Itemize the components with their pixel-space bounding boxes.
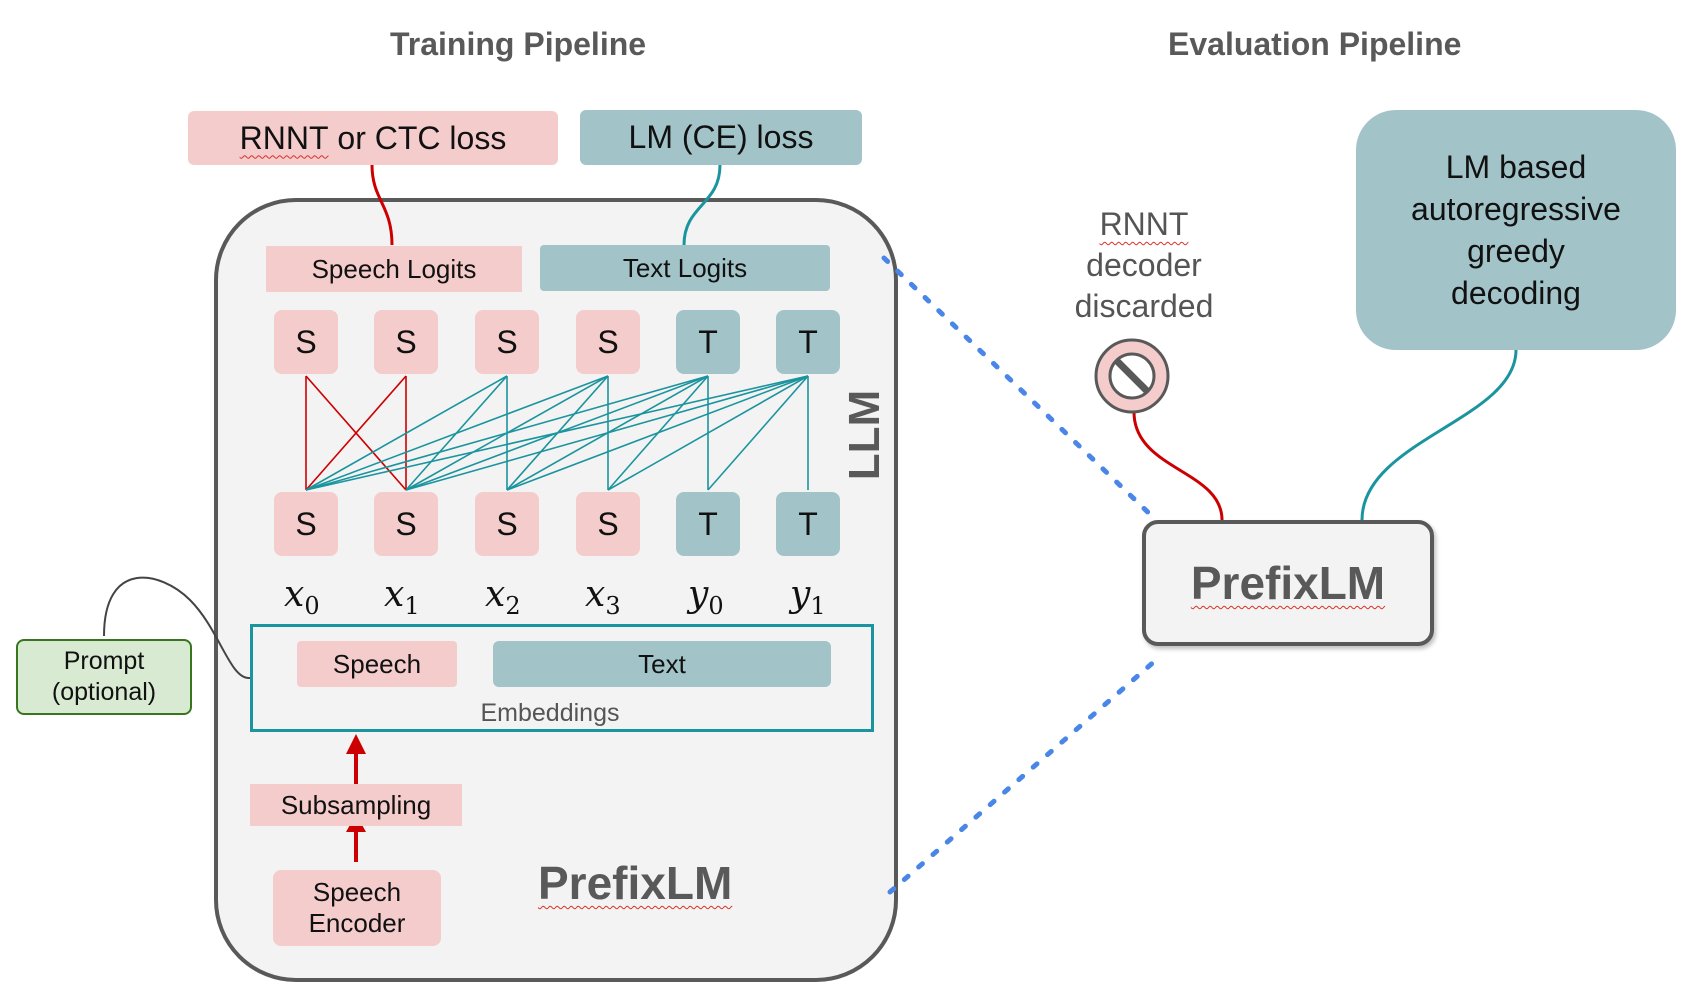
rnnt-discarded-line2: decoder <box>1086 247 1202 283</box>
evaluation-prefixlm-label: PrefixLM <box>1190 557 1386 609</box>
evaluation-title: Evaluation Pipeline <box>1168 26 1462 62</box>
embeddings-box: Speech Text Embeddings <box>250 624 874 732</box>
lm-decoding-box: LM based autoregressive greedy decoding <box>1356 110 1676 350</box>
speech-encoder-line1: Speech <box>312 877 402 907</box>
lm-decoding-line2: autoregressive <box>1411 191 1621 227</box>
prompt-line2: (optional) <box>51 678 157 706</box>
prompt-line1: Prompt <box>63 647 145 675</box>
lm-decoding-line1: LM based <box>1445 149 1587 185</box>
bottom-token-t1: T <box>776 492 840 556</box>
lm-decoding-connector <box>1360 349 1518 521</box>
prompt-connector <box>103 576 251 680</box>
top-token-t0: T <box>676 310 740 374</box>
rnnt-connector <box>1132 411 1224 521</box>
rnnt-word: RNNT <box>239 119 329 156</box>
zoom-line-bottom <box>887 657 1159 895</box>
bottom-token-s2: S <box>475 492 539 556</box>
bottom-token-s1: S <box>374 492 438 556</box>
bottom-token-s0: S <box>274 492 338 556</box>
lm-decoding-line3: greedy <box>1467 233 1565 269</box>
rnnt-discarded-label: RNNT decoder discarded <box>1050 204 1238 327</box>
prompt-box: Prompt (optional) <box>16 639 192 715</box>
attention-lines <box>305 375 809 491</box>
var-y1: y1 <box>790 574 826 621</box>
var-x2: x2 <box>485 574 521 621</box>
top-token-s2: S <box>475 310 539 374</box>
speech-embedding: Speech <box>297 641 457 687</box>
var-x1: x1 <box>384 574 420 621</box>
bottom-token-s3: S <box>576 492 640 556</box>
speech-encoder-box: Speech Encoder <box>273 870 441 946</box>
rnnt-ctc-loss-box: RNNT or CTC loss <box>188 111 558 165</box>
llm-label: LLM <box>840 389 889 481</box>
rnnt-discarded-line3: discarded <box>1074 288 1214 324</box>
training-prefixlm-label: PrefixLM <box>538 857 733 909</box>
embeddings-label: Embeddings <box>480 699 620 727</box>
text-logits-box: Text Logits <box>540 245 830 291</box>
var-y0: y0 <box>688 574 724 621</box>
var-x3: x3 <box>585 574 621 621</box>
rnnt-discarded-line1: RNNT <box>1099 206 1189 242</box>
no-entry-icon <box>1092 336 1172 416</box>
lm-loss-box: LM (CE) loss <box>580 110 862 165</box>
text-loss-connector <box>682 164 722 246</box>
top-token-s0: S <box>274 310 338 374</box>
llm-label-wrap: LLM <box>840 372 889 482</box>
loss-suffix: or CTC loss <box>328 119 507 156</box>
training-title: Training Pipeline <box>390 26 647 62</box>
speech-logits-box: Speech Logits <box>266 246 522 292</box>
evaluation-prefixlm-box: PrefixLM <box>1142 520 1434 646</box>
speech-loss-connector <box>370 164 394 246</box>
top-token-s3: S <box>576 310 640 374</box>
bottom-token-t0: T <box>676 492 740 556</box>
text-embedding: Text <box>493 641 831 687</box>
speech-encoder-line2: Encoder <box>308 908 406 938</box>
subsampling-box: Subsampling <box>250 784 462 826</box>
var-x0: x0 <box>284 574 320 621</box>
top-token-s1: S <box>374 310 438 374</box>
top-token-t1: T <box>776 310 840 374</box>
lm-decoding-line4: decoding <box>1451 275 1581 311</box>
zoom-line-top <box>881 255 1159 523</box>
